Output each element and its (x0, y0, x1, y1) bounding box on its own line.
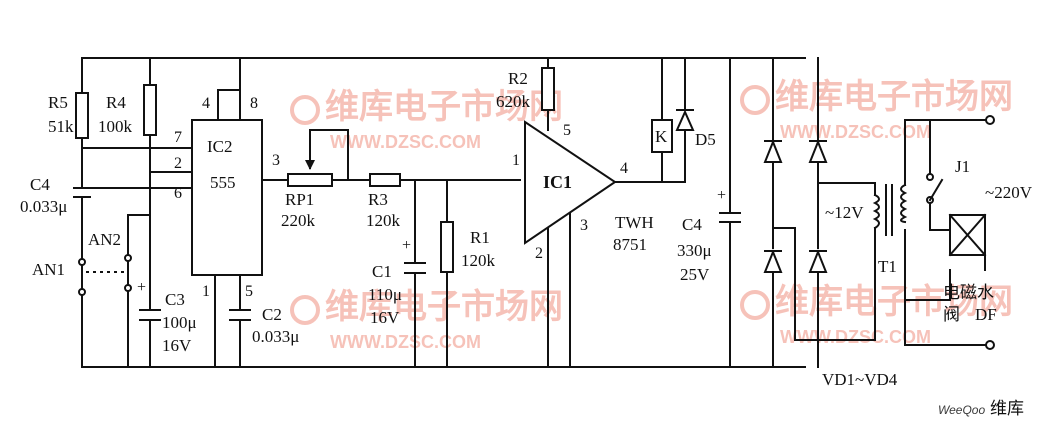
r3-ref: R3 (368, 190, 388, 209)
c2-value: 0.033μ (252, 327, 299, 346)
d5-ref: D5 (695, 130, 716, 149)
watermark-url: WWW.DZSC.COM (780, 122, 931, 142)
ic2-pin-7: 7 (174, 129, 182, 146)
r1-value: 120k (461, 251, 496, 270)
valve-name2: 阀 (943, 305, 960, 325)
r3-value: 120k (366, 211, 401, 230)
pushbutton-an1-an2: AN2 AN1 (32, 230, 132, 296)
ic2-pin-6: 6 (174, 185, 182, 202)
bridge-rectifier: VD1~VD4 (763, 139, 898, 389)
ic2-pin-1: 1 (202, 283, 210, 300)
watermark-text: 维库电子市场网 (775, 77, 1013, 117)
capacitor-c2: C2 0.033μ (229, 305, 299, 346)
watermark-text: 维库电子市场网 (325, 287, 563, 327)
c4b-value: 330μ (677, 241, 712, 260)
valve-name: 电磁水 (943, 283, 994, 303)
watermark-text: 维库电子市场网 (775, 282, 1013, 322)
capacitor-c4-filter: + C4 330μ 25V (677, 187, 741, 284)
ic1-twh8751: IC1 1 5 4 2 3 TWH 8751 (512, 120, 654, 262)
capacitor-c4-timing: C4 0.033μ (20, 175, 91, 216)
ic2-pin-3: 3 (272, 152, 280, 169)
watermark-text: 维库电子市场网 (325, 87, 563, 127)
ic1-pin-5: 5 (563, 122, 571, 139)
diode-d5: D5 (675, 109, 716, 149)
r5-value: 51k (48, 117, 74, 136)
mains-label: ~220V (985, 183, 1033, 202)
r4-ref: R4 (106, 93, 126, 112)
t1-ref: T1 (878, 257, 897, 276)
ic2-pin-4: 4 (202, 95, 210, 112)
c4b-plus: + (717, 187, 726, 204)
c2-ref: C2 (262, 305, 282, 324)
ic1-ref: IC1 (543, 172, 572, 192)
ic1-pin-1: 1 (512, 152, 520, 169)
r4-value: 100k (98, 117, 133, 136)
r5-ref: R5 (48, 93, 68, 112)
transformer-t1: ~12V T1 (825, 183, 908, 276)
footer-site-text: 维库 (990, 399, 1024, 419)
j1-ref: J1 (955, 157, 970, 176)
r2-ref: R2 (508, 69, 528, 88)
wiring (81, 57, 986, 368)
an2-label: AN2 (88, 230, 121, 249)
footer-brand: WeeQoo 维库 (938, 399, 1024, 419)
rp1-ref: RP1 (285, 190, 314, 209)
c3-ref: C3 (165, 290, 185, 309)
capacitor-c3: + C3 100μ 16V (137, 279, 197, 355)
r1-ref: R1 (470, 228, 490, 247)
c4b-ref: C4 (682, 215, 702, 234)
watermark-url: WWW.DZSC.COM (330, 132, 481, 152)
rp1-value: 220k (281, 211, 316, 230)
relay-ref: K (655, 127, 668, 146)
valve-ref: DF (975, 305, 997, 324)
solenoid-valve-df: 电磁水 阀 DF (943, 213, 997, 325)
bridge-ref: VD1~VD4 (822, 370, 898, 389)
ic1-part2: 8751 (613, 235, 647, 254)
c3-value: 100μ (162, 313, 197, 332)
resistor-r4: R4 100k (98, 84, 157, 136)
ic1-pin-2: 2 (535, 245, 543, 262)
c4b-voltage: 25V (680, 265, 710, 284)
ic1-pin-4: 4 (620, 160, 628, 177)
capacitor-c1: + C1 110μ 16V (368, 237, 426, 327)
resistor-r2: R2 620k (496, 67, 555, 111)
ic1-pin-3: 3 (580, 217, 588, 234)
t1-secondary: ~12V (825, 203, 864, 222)
mains-terminals: ~220V (985, 115, 1033, 350)
ic2-ref: IC2 (207, 137, 233, 156)
c3-voltage: 16V (162, 336, 192, 355)
switch-j1: J1 (926, 157, 970, 204)
resistor-r1: R1 120k (440, 221, 496, 273)
c1-voltage: 16V (370, 308, 400, 327)
wiper-arrow-icon (305, 160, 315, 170)
c4a-value: 0.033μ (20, 197, 67, 216)
ic2-pin-2: 2 (174, 155, 182, 172)
c3-plus: + (137, 279, 146, 296)
resistor-r5: R5 51k (48, 92, 89, 139)
r2-value: 620k (496, 92, 531, 111)
potentiometer-rp1: RP1 220k (281, 149, 333, 230)
watermark-logo-icon (290, 85, 770, 325)
c1-plus: + (402, 237, 411, 254)
c1-value: 110μ (368, 285, 402, 304)
c4a-ref: C4 (30, 175, 50, 194)
footer-brand-text: WeeQoo (938, 403, 985, 417)
ic2-pin-5: 5 (245, 283, 253, 300)
ic2-part: 555 (210, 173, 236, 192)
ic2-pin-8: 8 (250, 95, 258, 112)
c1-ref: C1 (372, 262, 392, 281)
ic1-part: TWH (615, 213, 654, 232)
ic2-555-timer: IC2 555 4 8 7 2 6 1 5 3 (174, 95, 280, 300)
watermark-url: WWW.DZSC.COM (330, 332, 481, 352)
resistor-r3: R3 120k (366, 173, 401, 230)
an1-label: AN1 (32, 260, 65, 279)
relay-coil-k: K (651, 119, 673, 153)
